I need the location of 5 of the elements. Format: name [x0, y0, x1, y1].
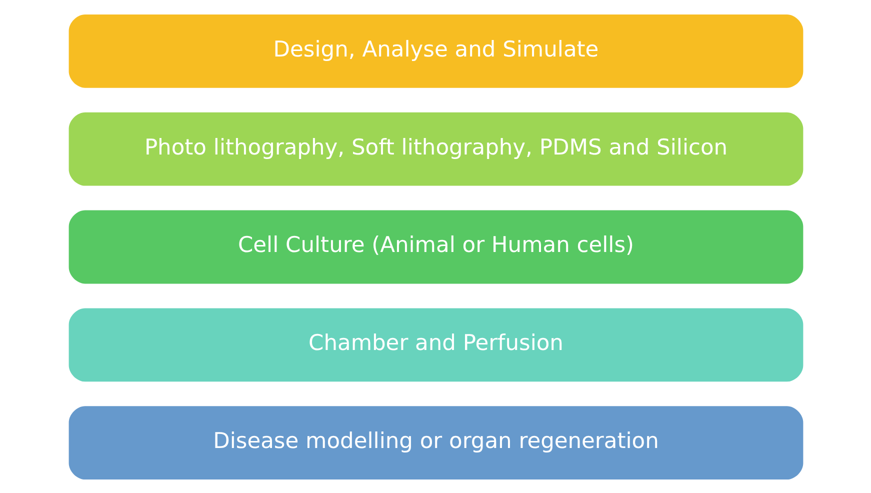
node-box: Cell Culture (Animal or Human cells): [68, 210, 803, 284]
node-box: Chamber and Perfusion: [68, 308, 803, 382]
node-box: Design, Analyse and Simulate: [68, 14, 803, 88]
node-box: Disease modelling or organ regeneration: [68, 406, 803, 480]
node-box: Photo lithography, Soft lithography, PDMS and Silicon: [68, 112, 803, 186]
